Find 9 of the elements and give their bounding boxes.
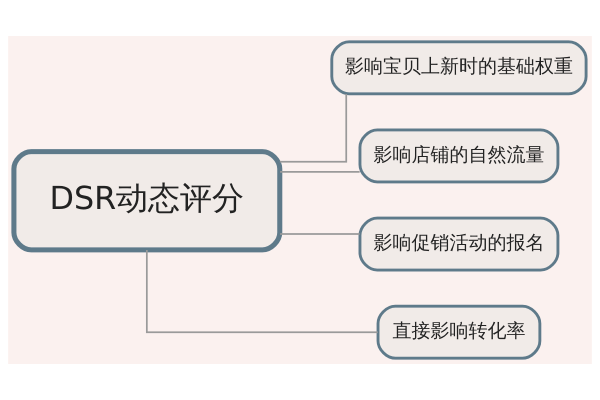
connector [280,170,360,173]
connector [280,94,348,163]
node-box: DSR动态评分 [11,149,282,252]
connector [146,250,378,334]
node-box: 影响店铺的自然流量 [358,128,560,184]
node-box: 影响宝贝上新时的基础权重 [330,40,588,96]
node-box: 直接影响转化率 [376,304,542,360]
connector [280,233,360,235]
node-box: 影响促销活动的报名 [358,216,560,272]
